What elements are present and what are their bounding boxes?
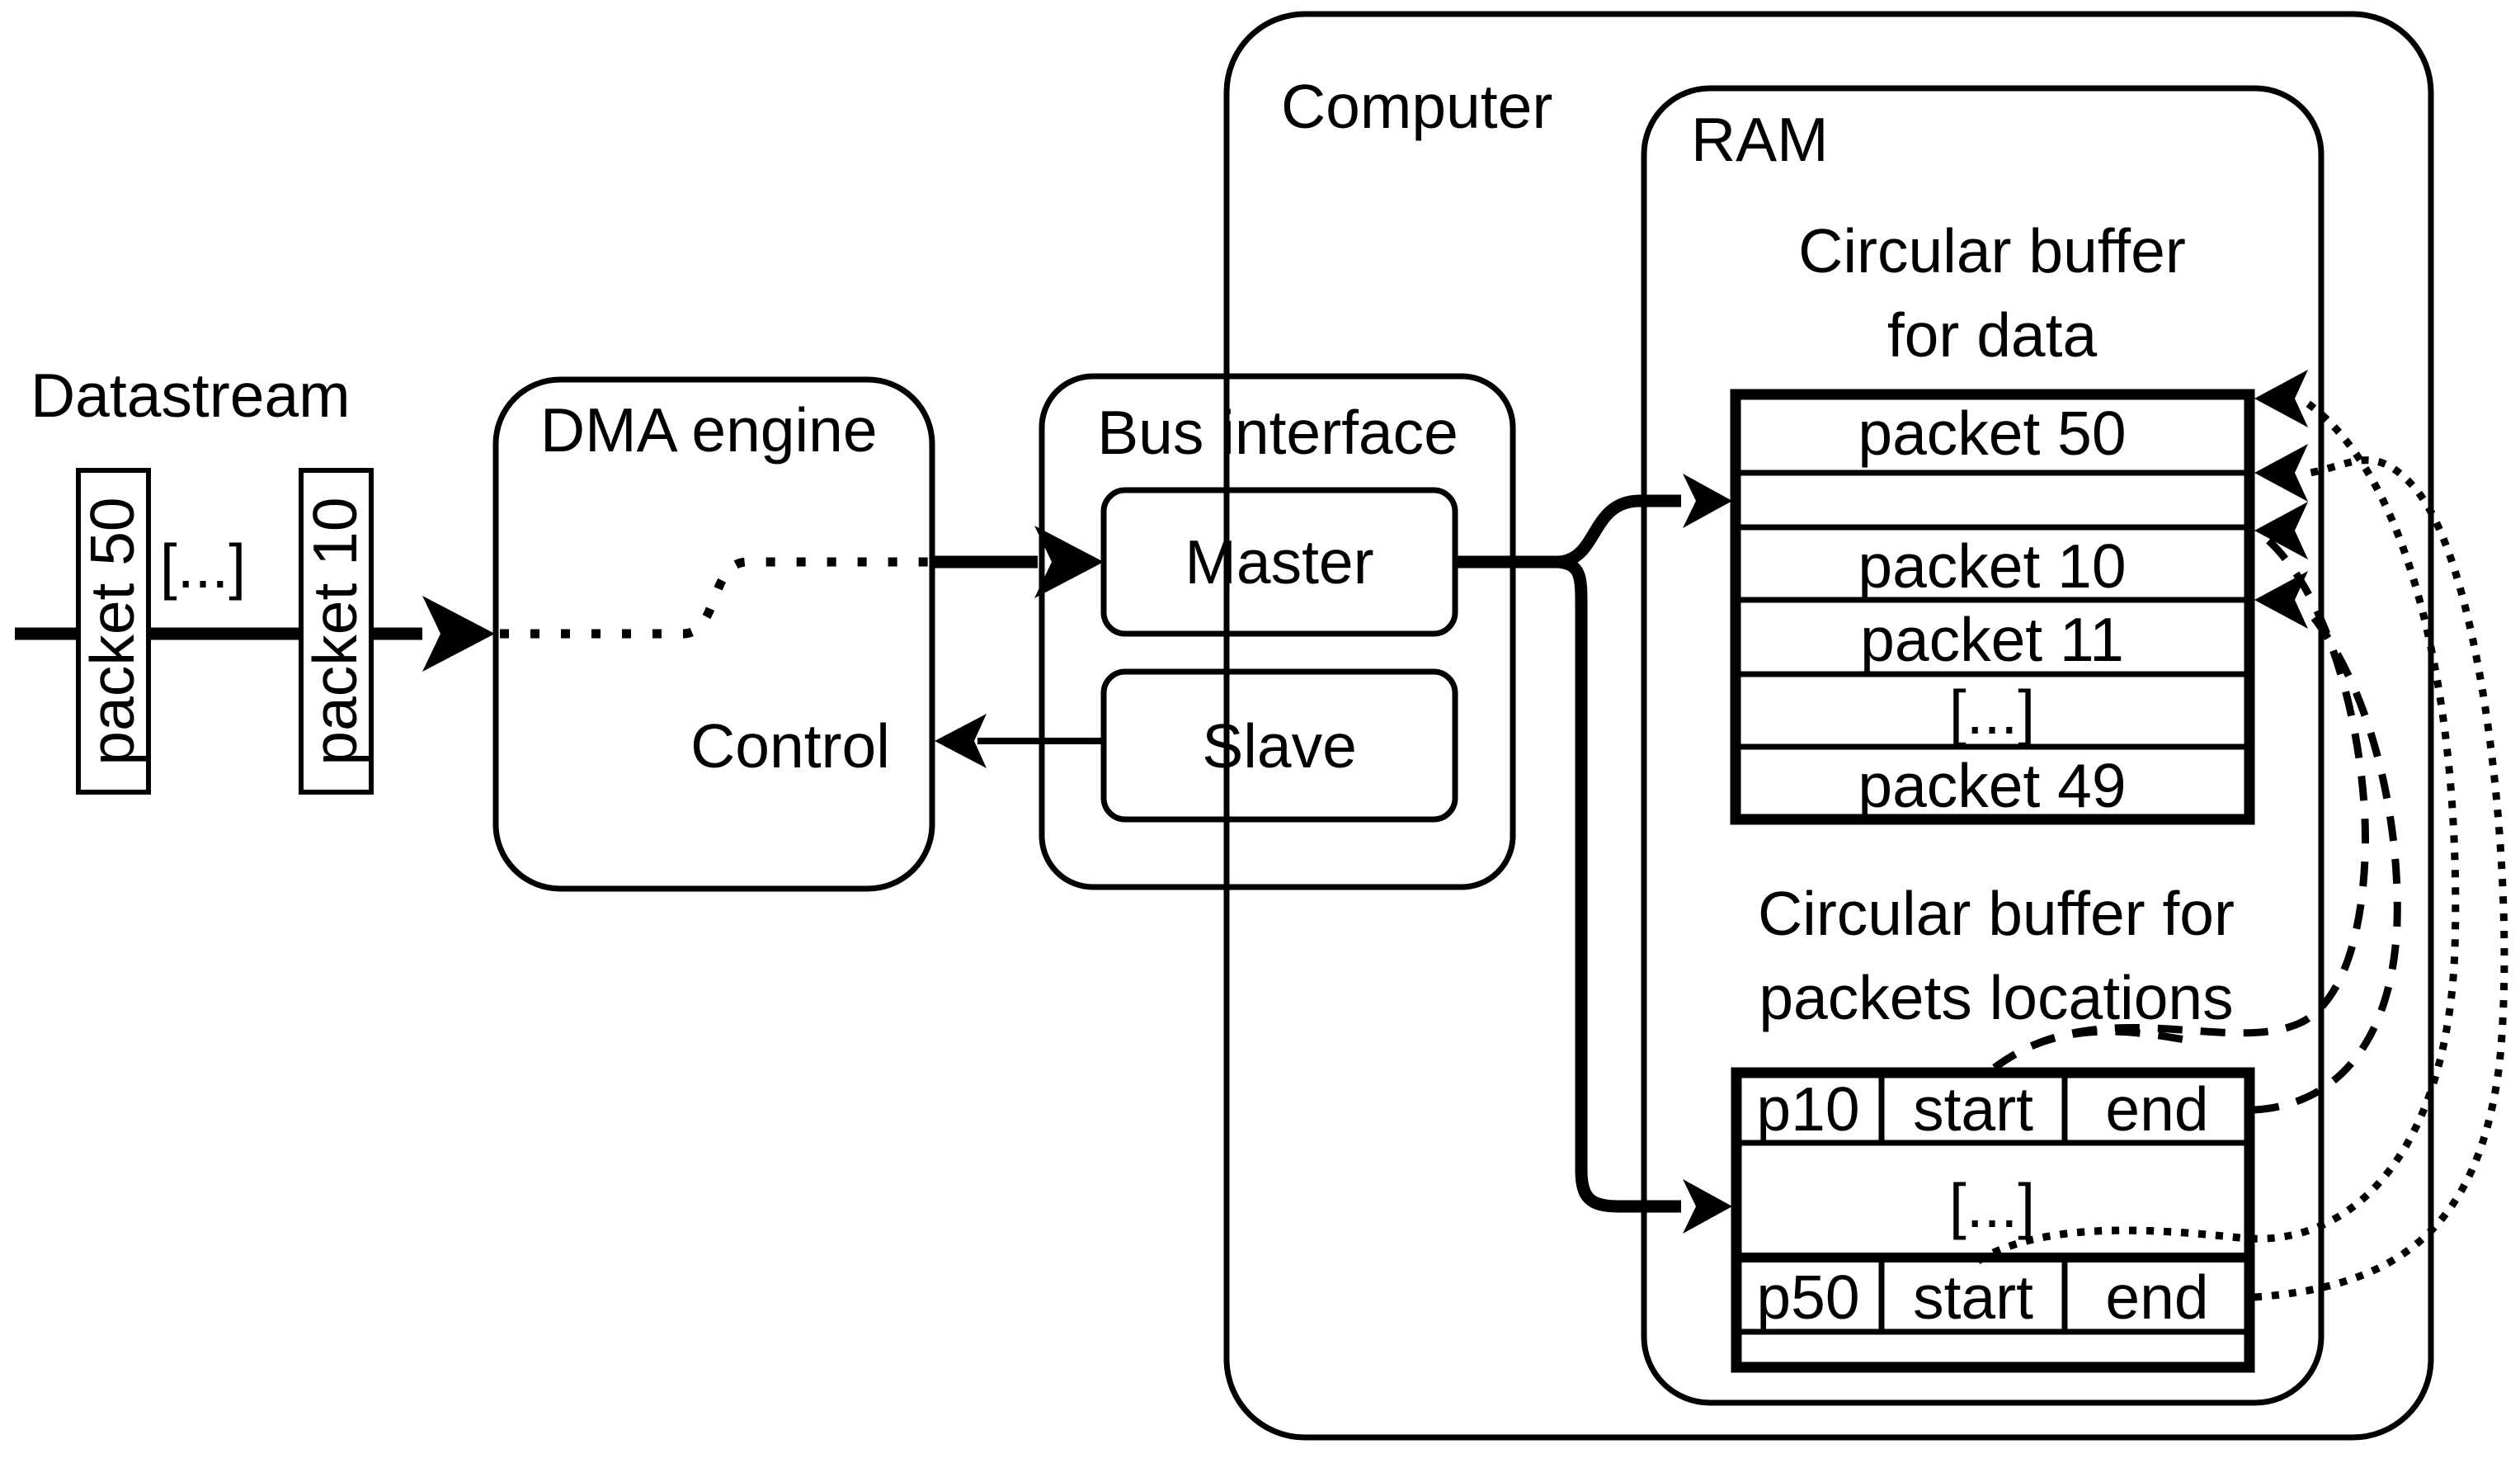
branch-to-data-buffer xyxy=(1557,494,1681,569)
pointer-arc-p10-start-tail xyxy=(1992,1027,2195,1071)
master-label: Master xyxy=(1185,527,1373,597)
branch-data-arrowhead-icon xyxy=(1683,474,1732,528)
slave-box xyxy=(1100,668,1458,823)
loc-p50-start: start xyxy=(1913,1262,2033,1332)
arrowhead-p50-start-icon xyxy=(2254,370,2308,427)
slave-to-control-arrowhead-icon xyxy=(935,714,987,768)
arrowhead-p50-end-icon xyxy=(2254,444,2308,502)
packet-50-stream-label: packet 50 xyxy=(78,497,147,765)
data-buffer-title-line2: for data xyxy=(1887,300,2098,370)
dma-internal-dotted-path xyxy=(500,557,930,639)
arrowhead-p10-start-icon xyxy=(2254,502,2308,559)
branch-location-arrowhead-icon xyxy=(1683,1179,1732,1234)
control-label: Control xyxy=(690,711,890,781)
data-buffer-table: packet 50 packet 10 packet 11 [...] pack… xyxy=(1730,389,2255,825)
arrowhead-p10-end-icon xyxy=(2254,571,2308,629)
location-buffer-title-line1: Circular buffer for xyxy=(1758,879,2235,948)
data-row-packet11: packet 11 xyxy=(1860,605,2124,674)
datastream-ellipsis: [...] xyxy=(160,531,246,601)
bus-interface-label: Bus interface xyxy=(1097,398,1458,467)
loc-p10-start: start xyxy=(1913,1074,2033,1144)
dma-to-master-arrowhead-icon xyxy=(1034,526,1104,598)
ram-box xyxy=(1641,85,2325,1406)
bus-interface-box xyxy=(1039,373,1516,890)
data-row-packet49: packet 49 xyxy=(1858,751,2126,820)
data-row-ellipsis: [...] xyxy=(1949,677,2035,747)
pointer-arc-p10-end xyxy=(2254,602,2401,1114)
data-buffer-title-line1: Circular buffer xyxy=(1798,216,2186,286)
slave-label: Slave xyxy=(1202,711,1357,781)
pointer-arc-p50-start xyxy=(1976,399,2460,1264)
loc-p10-end: end xyxy=(2105,1074,2208,1144)
computer-label: Computer xyxy=(1281,72,1552,141)
packet-10-box xyxy=(299,468,374,795)
pointer-arc-p10-start xyxy=(1992,537,2369,1071)
loc-p10-id: p10 xyxy=(1756,1074,1859,1144)
location-buffer-outline xyxy=(1731,1067,2255,1373)
loc-ellipsis: [...] xyxy=(1949,1171,2035,1240)
branch-to-location-buffer xyxy=(1557,555,1681,1213)
location-buffer-title-line2: packets locations xyxy=(1759,963,2233,1032)
dma-engine-box xyxy=(492,376,935,892)
loc-p50-id: p50 xyxy=(1756,1262,1859,1332)
data-buffer-outline xyxy=(1730,389,2255,825)
data-row-packet50: packet 50 xyxy=(1858,399,2126,468)
packet-50-box xyxy=(76,468,151,795)
data-row-packet10: packet 10 xyxy=(1858,531,2126,601)
datastream-arrowhead-icon xyxy=(422,596,495,672)
packet-10-stream-label: packet 10 xyxy=(300,497,370,765)
dma-engine-label: DMA engine xyxy=(540,395,878,465)
location-buffer-table: p10 start end [...] p50 start end xyxy=(1731,1067,2255,1373)
loc-p50-end: end xyxy=(2105,1262,2208,1332)
ram-label: RAM xyxy=(1691,105,1829,174)
datastream-label: Datastream xyxy=(31,361,351,430)
computer-box xyxy=(1223,11,2434,1441)
